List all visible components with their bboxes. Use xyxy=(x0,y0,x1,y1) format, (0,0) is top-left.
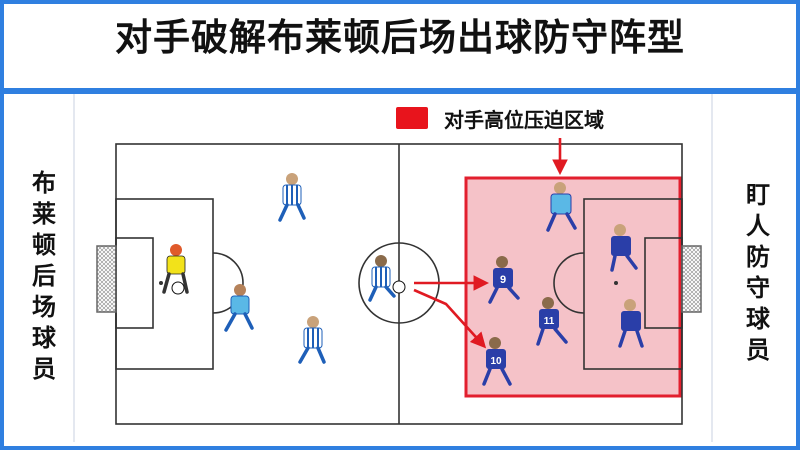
opponent-number-11: 11 xyxy=(544,316,555,327)
legend-swatch xyxy=(396,107,428,129)
right-penalty-arc xyxy=(553,252,585,314)
legend-label: 对手高位压迫区域 xyxy=(444,109,604,132)
football-icon xyxy=(392,280,406,294)
opponent-player-top xyxy=(546,182,577,232)
right-label-char: 防 xyxy=(746,244,770,271)
right-label-char: 守 xyxy=(746,275,770,302)
brighton-defender-bottom xyxy=(298,316,326,364)
brighton-midfielder-with-ball xyxy=(368,255,406,302)
opponent-number-10: 10 xyxy=(490,356,502,367)
left-penalty-spot xyxy=(159,281,163,285)
opponent-player-10: 10 xyxy=(482,337,512,386)
left-label-char: 员 xyxy=(32,356,56,383)
right-label-char: 盯 xyxy=(746,182,770,209)
right-side-label: 盯人防守球员 xyxy=(738,180,778,366)
right-label-char: 员 xyxy=(746,337,770,364)
right-label-char: 人 xyxy=(746,213,770,240)
left-label-char: 场 xyxy=(32,294,56,321)
right-goal xyxy=(681,245,702,313)
left-side-label: 布莱顿后场球员 xyxy=(24,168,64,385)
brighton-defender-middle xyxy=(224,284,254,332)
left-goal xyxy=(96,245,117,313)
left-goal-box xyxy=(115,237,154,329)
left-penalty-arc xyxy=(212,252,244,314)
left-label-char: 布 xyxy=(32,170,56,197)
diagram-title: 对手破解布莱顿后场出球防守阵型 xyxy=(115,17,685,58)
right-penalty-spot xyxy=(614,281,618,285)
brighton-goalkeeper xyxy=(162,244,189,295)
right-label-char: 球 xyxy=(746,306,770,333)
brighton-defender-top xyxy=(278,173,306,222)
opponent-number-9: 9 xyxy=(500,274,506,286)
opponent-player-9: 9 xyxy=(488,256,520,304)
left-label-char: 顿 xyxy=(32,232,56,259)
pass-arrow-to-10 xyxy=(413,288,487,349)
left-label-char: 莱 xyxy=(32,201,56,228)
title-divider xyxy=(4,88,796,94)
opponent-player-11: 11 xyxy=(536,297,568,346)
left-label-char: 球 xyxy=(32,325,56,352)
left-label-char: 后 xyxy=(32,263,56,290)
opponent-player-goal-side xyxy=(610,224,638,272)
opponent-player-box-bottom xyxy=(618,299,644,348)
legend: 对手高位压迫区域 xyxy=(396,100,604,136)
